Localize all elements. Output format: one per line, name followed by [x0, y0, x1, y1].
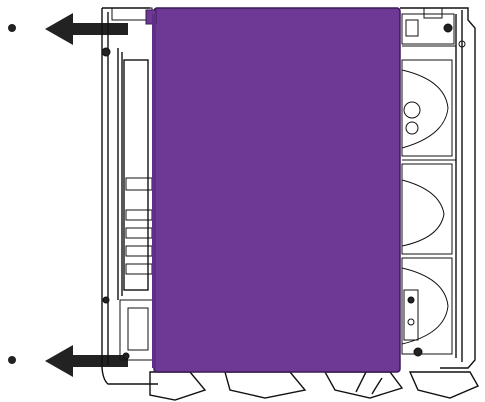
removal-indicators	[8, 13, 128, 377]
arrow-left-icon	[45, 13, 128, 45]
highlighted-side-panel	[153, 7, 401, 373]
panel-left-edge	[152, 14, 156, 368]
arrow-left-icon	[45, 345, 128, 377]
right-interior-components	[401, 7, 466, 357]
case-chassis	[101, 7, 479, 401]
bullet-dot-bottom	[8, 356, 16, 364]
bullet-dot-top	[8, 24, 16, 32]
